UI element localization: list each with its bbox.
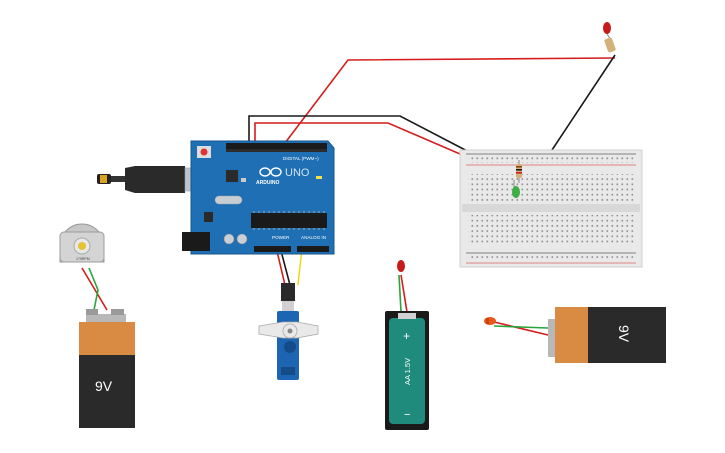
digital-header[interactable] — [226, 143, 327, 149]
orange-led[interactable] — [484, 317, 496, 325]
atmega-chip — [251, 211, 327, 230]
wire-black-gnd[interactable] — [248, 115, 474, 155]
motor-label: 170RPM — [76, 257, 90, 261]
battery-9v-left[interactable]: 9V — [79, 309, 135, 428]
arduino-model: UNO — [285, 167, 310, 179]
breadboard-resistor[interactable] — [516, 160, 522, 183]
capacitor-1 — [223, 233, 235, 245]
servo-motor[interactable] — [258, 283, 319, 380]
dc-power-jack[interactable] — [182, 232, 210, 251]
green-led[interactable] — [512, 180, 520, 198]
arduino-uno-board[interactable]: DIGITAL (PWM~) ARDUINO UNO POW — [182, 140, 335, 255]
battery-aa-pack[interactable]: + AA 1.5V − — [385, 311, 429, 430]
wire-red-pin[interactable] — [254, 122, 475, 161]
resistor-top[interactable] — [604, 37, 616, 53]
wire-green-9v-right[interactable] — [493, 325, 549, 329]
power-header[interactable] — [254, 246, 291, 252]
wire-green-aa[interactable] — [398, 274, 402, 313]
wire-green-motor[interactable] — [88, 267, 99, 311]
motor-shaft — [78, 242, 86, 250]
header-power-label: POWER — [272, 235, 290, 240]
on-led — [316, 176, 322, 179]
red-led-aa[interactable] — [397, 260, 405, 272]
top-led-resistor[interactable] — [603, 22, 616, 53]
header-analog-label: ANALOG IN — [301, 235, 326, 240]
usb-cable[interactable] — [97, 166, 199, 193]
servo-connector[interactable] — [281, 283, 295, 301]
wire-red-9v-right[interactable] — [493, 321, 549, 336]
battery-9v-left-label: 9V — [95, 378, 113, 394]
arduino-logo — [259, 167, 282, 177]
red-led-top[interactable] — [603, 22, 611, 34]
wire-red-aa[interactable] — [400, 274, 408, 313]
servo-horn[interactable] — [258, 321, 319, 339]
battery-9v-right-label: 9V — [616, 325, 632, 343]
battery-9v-right[interactable]: 9V — [548, 307, 666, 363]
wire-red-motor[interactable] — [81, 267, 108, 311]
battery-aa-plus: + — [403, 329, 410, 343]
arduino-brand: ARDUINO — [256, 180, 279, 186]
analog-header[interactable] — [297, 246, 329, 252]
dc-motor[interactable]: 170RPM — [59, 223, 105, 263]
header-digital-label: DIGITAL (PWM~) — [283, 156, 319, 161]
breadboard[interactable] — [459, 149, 643, 268]
wire-black-resistor[interactable] — [547, 54, 616, 157]
capacitor-2 — [236, 233, 248, 245]
crystal — [214, 195, 243, 205]
battery-aa-minus: − — [404, 409, 410, 421]
battery-aa-label: AA 1.5V — [403, 358, 412, 385]
